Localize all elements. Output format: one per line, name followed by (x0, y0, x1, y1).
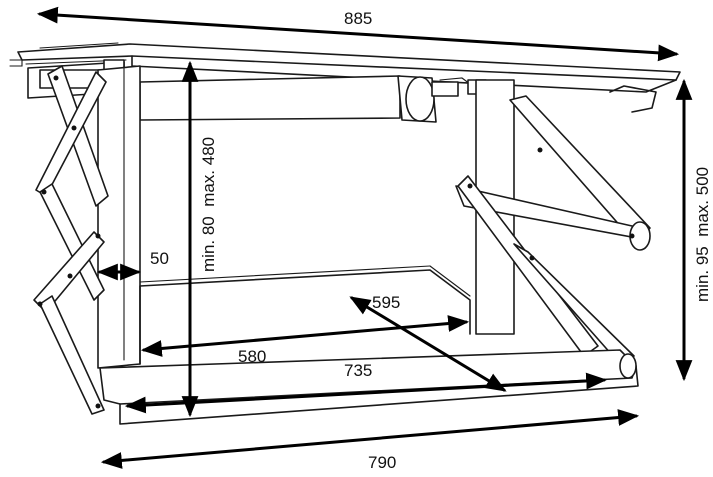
dim-line-735 (124, 372, 608, 414)
dim-line-885 (36, 6, 680, 62)
label-580: 580 (238, 347, 266, 366)
label-790: 790 (368, 453, 396, 472)
dim-line-790 (100, 409, 640, 469)
label-595: 595 (372, 293, 400, 312)
right-scissor (455, 85, 657, 365)
dimension-lines (36, 6, 693, 469)
left-scissor (33, 65, 109, 415)
label-50: 50 (150, 249, 169, 268)
label-885: 885 (344, 9, 372, 28)
label-735: 735 (344, 361, 372, 380)
label-height-inner: min. 80 max. 480 (199, 137, 218, 272)
left-post (97, 65, 141, 369)
label-height-outer: min. 95 max. 500 (693, 167, 712, 302)
dim-line-580 (140, 315, 470, 357)
dimension-labels: 885 790 50 595 580 735 min. 80 max. 480 … (150, 9, 712, 472)
motor-actuator (139, 75, 487, 123)
